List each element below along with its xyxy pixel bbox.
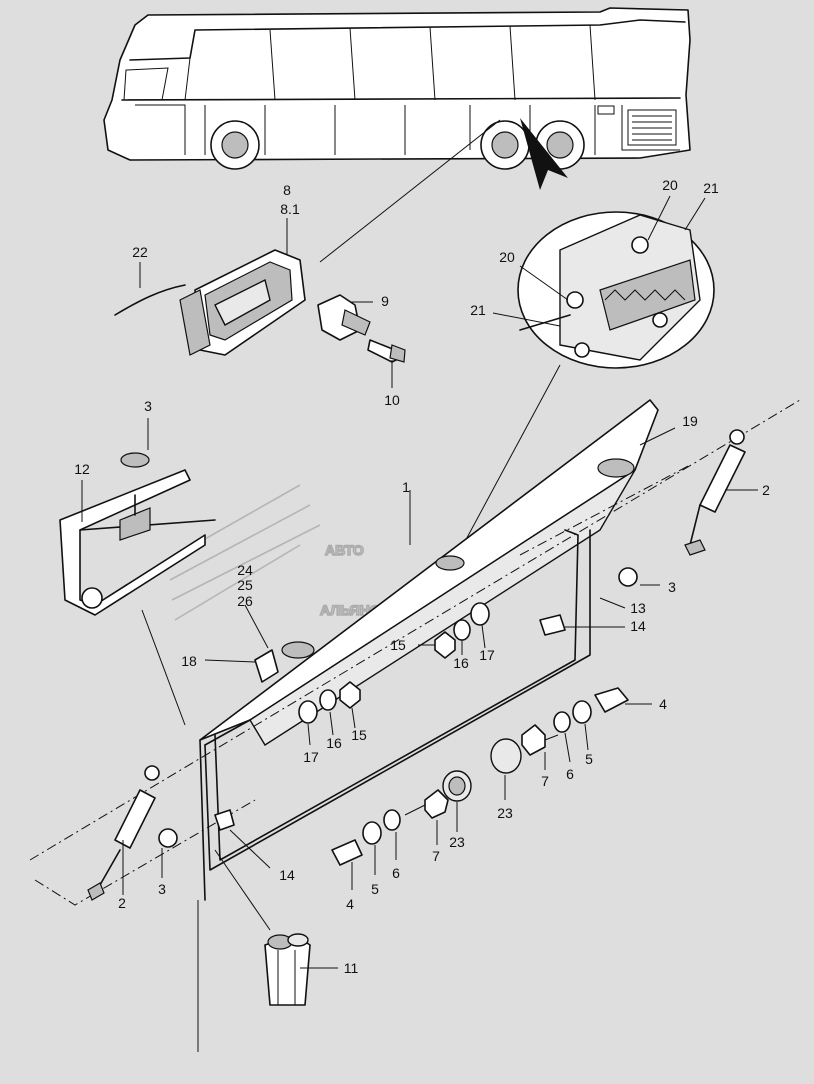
- profile-rail: [59, 418, 216, 726]
- callout-23: 23: [497, 805, 513, 821]
- callout-2: 2: [118, 895, 126, 911]
- callout-25: 25: [237, 577, 253, 593]
- callout-20: 20: [662, 177, 678, 193]
- callout-11: 11: [344, 960, 359, 976]
- callout-5: 5: [371, 881, 379, 897]
- callout-16: 16: [453, 655, 469, 671]
- callout-13: 13: [630, 600, 646, 616]
- callout-16: 16: [326, 735, 342, 751]
- watermark: АВТО АЛЬЯНС: [167, 484, 381, 621]
- callout-7: 7: [541, 773, 549, 789]
- location-arrow-icon: [520, 118, 568, 190]
- callout-24: 24: [237, 562, 253, 578]
- callout-6: 6: [392, 865, 400, 881]
- bus-illustration: [103, 7, 691, 263]
- callout-8-1: 8.1: [280, 201, 300, 217]
- callout-21: 21: [470, 302, 486, 318]
- watermark-line1: АВТО: [325, 542, 364, 558]
- callout-21: 21: [703, 180, 719, 196]
- fasteners-upper: [418, 567, 660, 659]
- gas-strut-left: [87, 765, 160, 901]
- callout-7: 7: [432, 848, 440, 864]
- callout-2: 2: [762, 482, 770, 498]
- callout-10: 10: [384, 392, 400, 408]
- fasteners-middle: [204, 604, 361, 746]
- callout-26: 26: [237, 593, 253, 609]
- callout-4: 4: [659, 696, 667, 712]
- fastener-lower-left: [158, 809, 271, 878]
- misc-leaders: [599, 427, 676, 609]
- callout-15: 15: [351, 727, 367, 743]
- callout-19: 19: [682, 413, 698, 429]
- callout-14: 14: [630, 618, 646, 634]
- callout-12: 12: [74, 461, 90, 477]
- callout-23: 23: [449, 834, 465, 850]
- callout-17: 17: [303, 749, 319, 765]
- lock-assembly: [114, 218, 406, 388]
- bolt-group-right: [490, 687, 652, 800]
- callout-18: 18: [181, 653, 197, 669]
- callout-4: 4: [346, 896, 354, 912]
- callout-1: 1: [402, 479, 410, 495]
- callout-15: 15: [390, 637, 406, 653]
- bolt-group-left: [331, 770, 472, 890]
- callout-3: 3: [158, 881, 166, 897]
- gas-strut-right: [684, 429, 758, 556]
- callout-3: 3: [144, 398, 152, 414]
- door-panel: [199, 399, 659, 901]
- callout-17: 17: [479, 647, 495, 663]
- callout-5: 5: [585, 751, 593, 767]
- callout-3: 3: [668, 579, 676, 595]
- callout-6: 6: [566, 766, 574, 782]
- callout-14: 14: [279, 867, 295, 883]
- callout-labels: 1 2 2 3 3 3 4 4 5 5 6 6 7 7 8 8.1 9 10 1…: [74, 177, 770, 976]
- callout-20: 20: [499, 249, 515, 265]
- callout-8: 8: [283, 182, 291, 198]
- callout-9: 9: [381, 293, 389, 309]
- seal-profile: [214, 849, 338, 1006]
- callout-22: 22: [132, 244, 148, 260]
- hinge-detail: [454, 195, 715, 561]
